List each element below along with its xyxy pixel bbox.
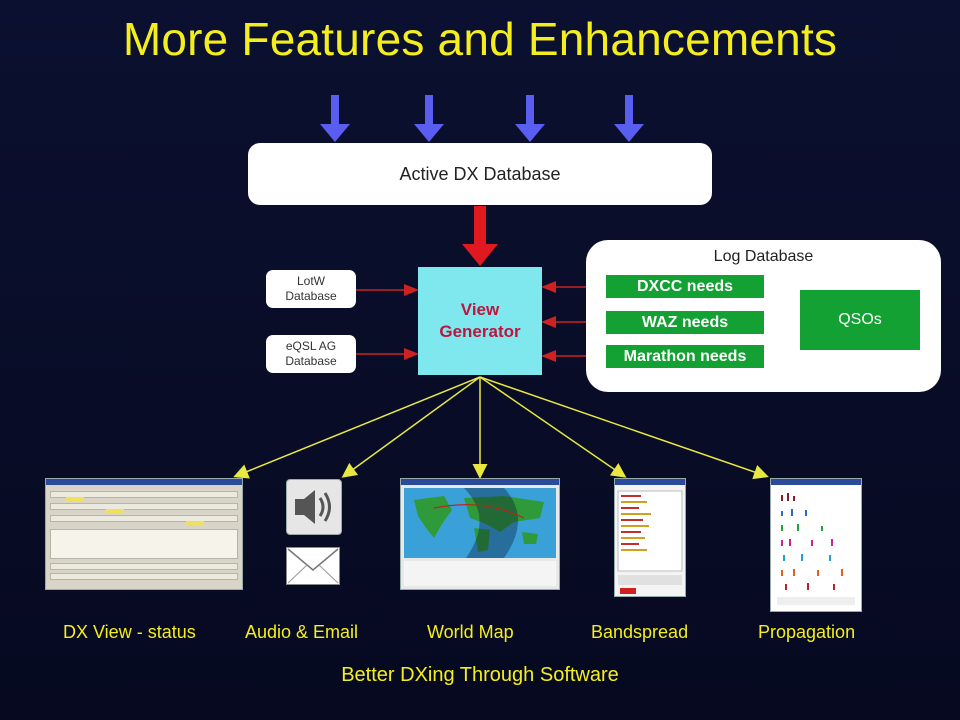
active-dx-database-node: Active DX Database	[248, 143, 712, 205]
caption-propagation: Propagation	[758, 622, 856, 642]
qsos-box: QSOs	[800, 290, 920, 350]
eqsl-label-line1: eQSL AG	[285, 339, 337, 353]
propagation-screenshot	[770, 478, 862, 612]
log-database-node: Log Database DXCC needs WAZ needs Marath…	[586, 240, 941, 392]
waz-needs-box: WAZ needs	[606, 311, 764, 334]
dx-view-screenshot	[45, 478, 243, 590]
eqsl-label-line2: Database	[285, 354, 337, 368]
bandspread-screenshot	[614, 478, 686, 597]
marathon-needs-box: Marathon needs	[606, 345, 764, 368]
input-arrow	[414, 95, 444, 142]
input-arrow	[614, 95, 644, 142]
fan-line-audio	[341, 376, 481, 478]
output-fan-lines	[233, 376, 769, 480]
view-generator-line1: View	[460, 300, 500, 319]
caption-dx-view: DX View - status	[63, 622, 196, 642]
view-generator-node: View Generator	[418, 267, 542, 375]
fan-line-propagation	[479, 376, 769, 480]
caption-audio-email: Audio & Email	[245, 622, 359, 642]
slide-subtitle: Better DXing Through Software	[341, 664, 619, 686]
view-generator-line2: Generator	[439, 322, 521, 341]
input-arrow	[515, 95, 545, 142]
slide-title: More Features and Enhancements	[122, 13, 838, 65]
log-database-title: Log Database	[713, 248, 814, 265]
input-arrows	[320, 95, 644, 142]
db-to-generator-arrow	[462, 206, 498, 266]
speaker-icon	[286, 479, 342, 535]
world-map-screenshot	[400, 478, 560, 590]
eqsl-database-node: eQSL AG Database	[266, 335, 356, 373]
lotw-label-line1: LotW	[296, 274, 325, 288]
envelope-icon	[286, 547, 340, 585]
caption-world-map: World Map	[427, 622, 514, 642]
input-arrow	[320, 95, 350, 142]
fan-line-dx-view	[233, 376, 481, 479]
caption-bandspread: Bandspread	[591, 622, 689, 642]
lotw-database-node: LotW Database	[266, 270, 356, 308]
lotw-label-line2: Database	[285, 289, 337, 303]
fan-line-bandspread	[479, 376, 627, 478]
dxcc-needs-box: DXCC needs	[606, 275, 764, 298]
